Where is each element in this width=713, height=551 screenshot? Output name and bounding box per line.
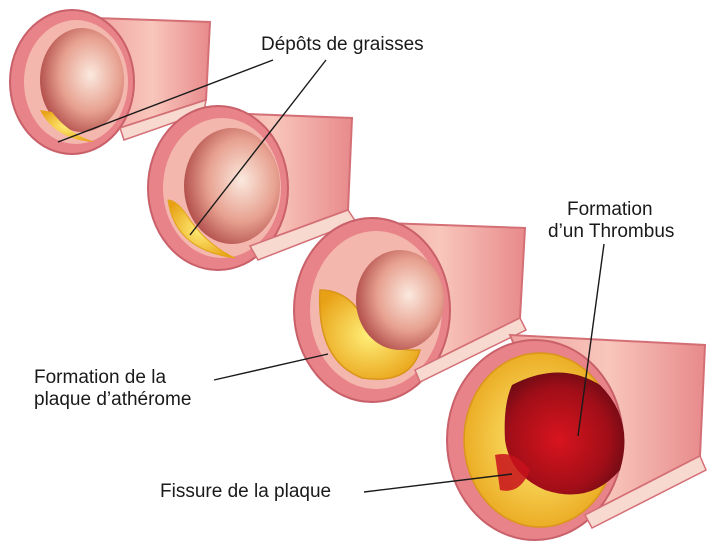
label-plaque-line2: plaque d’athérome [34, 389, 191, 411]
label-thrombus-line2: d’un Thrombus [548, 221, 674, 243]
label-fat-deposits: Dépôts de graisses [261, 34, 424, 56]
label-fissure: Fissure de la plaque [160, 481, 331, 503]
label-thrombus-line1: Formation [567, 199, 653, 221]
label-plaque-line1: Formation de la [34, 367, 166, 389]
artery-segment-4 [447, 335, 706, 540]
